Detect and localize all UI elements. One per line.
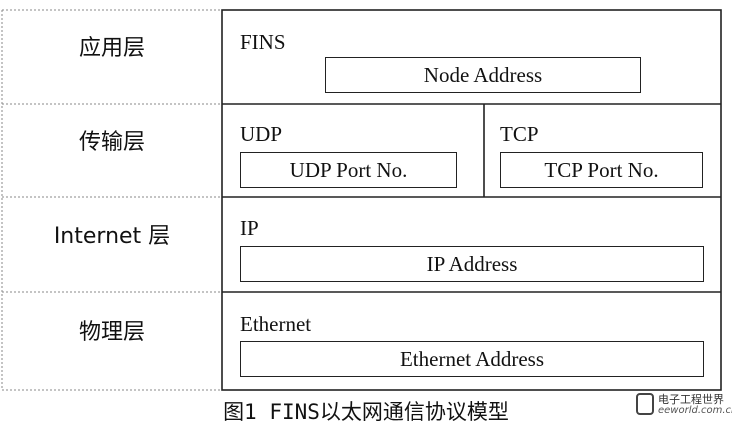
udp-port-field: UDP Port No. bbox=[240, 152, 457, 188]
protocol-ip: IP bbox=[240, 216, 259, 240]
tcp-port-field: TCP Port No. bbox=[500, 152, 703, 188]
layer-internet-label: Internet 层 bbox=[53, 224, 171, 249]
protocol-fins: FINS bbox=[240, 30, 286, 54]
layer-column-grid bbox=[1, 9, 222, 391]
protocol-ethernet: Ethernet bbox=[240, 312, 312, 336]
protocol-column-grid bbox=[221, 9, 722, 391]
layer-transport-label: 传输层 bbox=[78, 130, 145, 155]
figure-caption: 图1 FINS以太网通信协议模型 bbox=[223, 400, 509, 424]
watermark-logo: 电子工程世界 eeworld.com.cn bbox=[636, 391, 732, 425]
protocol-tcp: TCP bbox=[500, 122, 539, 146]
ethernet-address-field: Ethernet Address bbox=[240, 341, 704, 377]
watermark-title: 电子工程世界 bbox=[658, 393, 724, 406]
protocol-udp: UDP bbox=[240, 122, 283, 146]
ip-address-field: IP Address bbox=[240, 246, 704, 282]
protocol-box bbox=[221, 9, 722, 391]
watermark-url: eeworld.com.cn bbox=[658, 405, 732, 416]
logo-icon bbox=[636, 393, 654, 415]
layer-physical-label: 物理层 bbox=[78, 320, 145, 345]
node-address-field: Node Address bbox=[325, 57, 641, 93]
layer-application-label: 应用层 bbox=[78, 36, 145, 61]
